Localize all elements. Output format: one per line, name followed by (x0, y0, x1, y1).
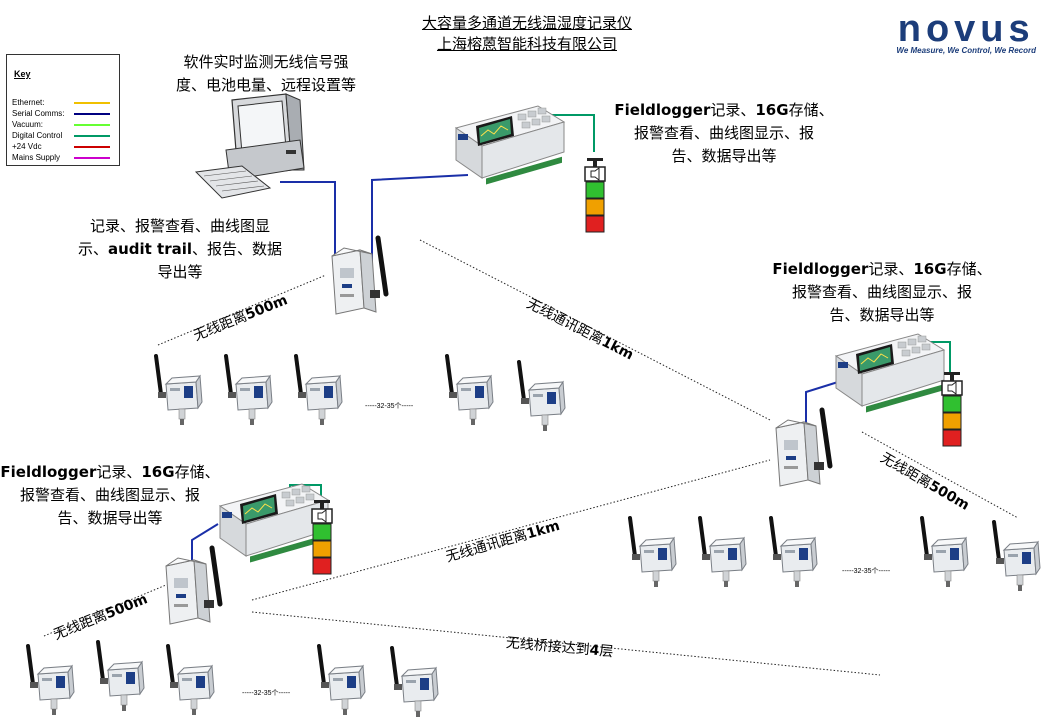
sensor (96, 640, 146, 713)
logo-slogan: We Measure, We Control, We Record (896, 46, 1036, 55)
sensor (166, 644, 216, 717)
legend-item: Digital Control (12, 130, 116, 141)
logo-wordmark: novus (897, 8, 1035, 50)
link-left-500m (43, 584, 167, 637)
novus-logo: novus We Measure, We Control, We Record (896, 8, 1036, 55)
fieldlogger-top (455, 105, 565, 186)
sensor (769, 516, 819, 589)
sensor (224, 354, 274, 427)
sensor (698, 516, 748, 589)
serial-cables (191, 174, 839, 564)
gateway-top (332, 238, 386, 314)
legend-item: Mains Supply (12, 152, 116, 163)
legend-item: Vacuum: (12, 119, 116, 130)
fieldlogger-left-caption: Fieldlogger记录、16G存储、 报警查看、曲线图显示、报 告、数据导出… (0, 463, 220, 527)
sensor (628, 516, 678, 589)
sensor-count-bottom: -----32-35个----- (242, 690, 291, 697)
pc-monitor-caption: 软件实时监测无线信号强 度、电池电量、远程设置等 (175, 53, 356, 94)
sensor (317, 644, 367, 717)
company-name: 上海榕蒽智能科技有限公司 (436, 35, 617, 53)
alarm-light-top (584, 157, 606, 233)
fieldlogger-top-caption: Fieldlogger记录、16G存储、 报警查看、曲线图显示、报 告、数据导出… (614, 101, 834, 165)
fieldlogger-right (835, 333, 945, 414)
diagram-title: 大容量多通道无线温湿度记录仪 (421, 14, 632, 32)
alarm-light-left (311, 499, 333, 575)
legend-item: Serial Comms: (12, 108, 116, 119)
alarm-light-right (941, 371, 963, 447)
sensor-count-right: -----32-35个----- (842, 568, 891, 575)
link-right-500m (861, 431, 1019, 519)
sensor (445, 354, 495, 427)
legend-item: Ethernet: (12, 97, 116, 108)
link-mid-1km (419, 239, 771, 421)
legend-item: +24 Vdc (12, 141, 116, 152)
fieldlogger-right-caption: Fieldlogger记录、16G存储、 报警查看、曲线图显示、报 告、数据导出… (772, 260, 992, 324)
legend-box: Key Ethernet: Serial Comms: Vacuum: Digi… (6, 54, 120, 166)
sensor (390, 646, 440, 718)
sensor (294, 354, 344, 427)
wireless-links (43, 239, 1019, 676)
sensor (517, 360, 567, 433)
link-bridge (251, 611, 881, 676)
sensor (26, 644, 76, 717)
sensor (154, 354, 204, 427)
pc-software-caption: 记录、报警查看、曲线图显 示、audit trail、报告、数据 导出等 (77, 217, 283, 281)
gateway-right (776, 410, 830, 486)
sensor-count-top: -----32-35个----- (365, 403, 414, 410)
link-top-500m (157, 274, 327, 346)
sensor (992, 520, 1042, 593)
pc-computer (194, 93, 305, 199)
legend-title: Key (14, 69, 31, 79)
sensor (920, 516, 970, 589)
